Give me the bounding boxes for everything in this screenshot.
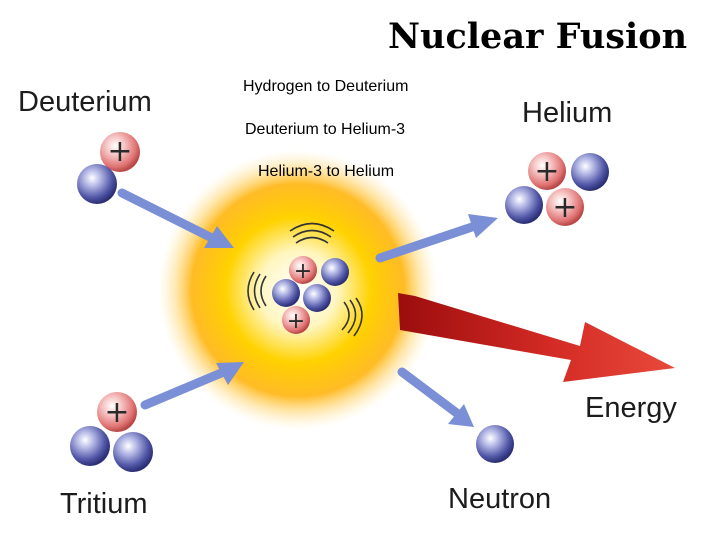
- neutron-particle: [77, 164, 117, 204]
- arrow-to-neutron: [397, 367, 474, 427]
- free-neutron-particle: [476, 425, 514, 463]
- proton-particle: [97, 392, 137, 432]
- fusing-nuclei: + +: [272, 256, 349, 334]
- step-hydrogen-to-deuterium: Hydrogen to Deuterium: [243, 78, 409, 95]
- tritium-nucleus: +: [70, 392, 153, 472]
- proton-symbol: +: [104, 395, 129, 430]
- proton-particle: [546, 188, 584, 226]
- proton-particle: [100, 132, 140, 172]
- step-helium3-to-helium: Helium-3 to Helium: [258, 163, 395, 180]
- proton-particle: [282, 306, 310, 334]
- neutron-particle: [505, 186, 543, 224]
- deuterium-label: Deuterium: [18, 86, 152, 118]
- step-deuterium-to-helium3: Deuterium to Helium-3: [245, 121, 406, 138]
- proton-particle: [528, 152, 566, 190]
- deuterium-nucleus: +: [77, 132, 140, 204]
- energy-label: Energy: [585, 392, 677, 424]
- helium-label: Helium: [522, 97, 613, 129]
- proton-symbol: +: [534, 154, 559, 189]
- proton-symbol: +: [552, 190, 577, 225]
- neutron-particle: [321, 258, 349, 286]
- neutron-particle: [113, 432, 153, 472]
- neutron-particle: [571, 153, 609, 191]
- proton-symbol: +: [294, 259, 312, 284]
- neutron-particle: [303, 284, 331, 312]
- tritium-label: Tritium: [60, 488, 148, 520]
- neutron-particle: [272, 279, 300, 307]
- neutron-particle: [70, 426, 110, 466]
- page-title: Nuclear Fusion: [388, 16, 688, 57]
- arrow-to-helium: [375, 214, 498, 263]
- helium-nucleus: + +: [505, 152, 609, 226]
- neutron-label: Neutron: [448, 483, 552, 515]
- arrow-from-deuterium: [117, 188, 234, 248]
- arrow-from-tritium: [140, 362, 244, 410]
- energy-arrow: [398, 293, 675, 382]
- proton-particle: [289, 256, 317, 284]
- proton-symbol: +: [107, 134, 132, 169]
- vibration-arcs: [247, 222, 363, 337]
- proton-symbol: +: [287, 309, 305, 334]
